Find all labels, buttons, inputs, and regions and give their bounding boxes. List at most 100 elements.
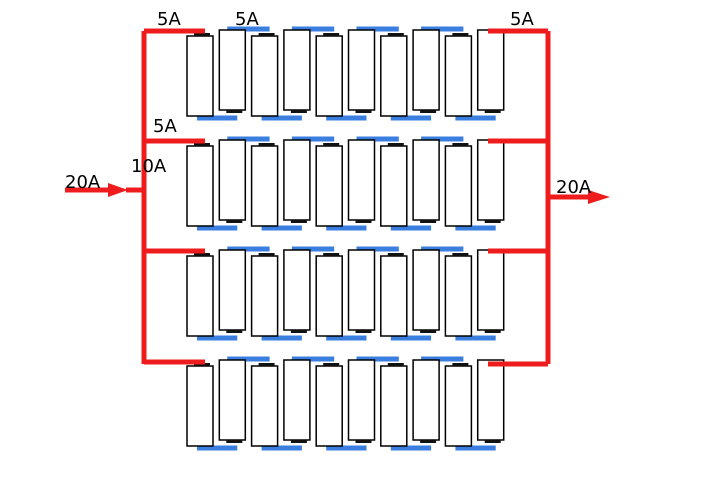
battery-cell xyxy=(347,359,376,443)
current-paths xyxy=(65,28,610,367)
cell-body xyxy=(476,359,505,441)
cell-body xyxy=(218,359,247,441)
battery-cell xyxy=(412,29,440,113)
battery-cell xyxy=(444,363,473,447)
cell-body xyxy=(347,29,376,111)
cell-terminal xyxy=(226,330,243,333)
cell-body xyxy=(444,365,473,447)
battery-cell xyxy=(380,363,408,447)
battery-cell xyxy=(476,249,505,333)
cell-body xyxy=(250,145,279,227)
battery-cell xyxy=(412,139,440,223)
cell-body xyxy=(444,145,473,227)
cell-terminal xyxy=(387,33,404,36)
cell-body xyxy=(315,35,343,117)
cell-body xyxy=(186,35,214,117)
output-current-label: 20A xyxy=(556,177,592,198)
cell-body xyxy=(412,249,440,331)
cell-terminal xyxy=(484,330,501,333)
cell-body xyxy=(218,29,247,111)
cell-body xyxy=(380,35,408,117)
top-right-branch-current-label: 5A xyxy=(510,9,534,30)
cell-terminal xyxy=(355,110,372,113)
battery-cell xyxy=(380,143,408,227)
output-arrow-head xyxy=(588,190,610,204)
battery-cell xyxy=(380,253,408,337)
cell-terminal xyxy=(355,330,372,333)
cell-body xyxy=(444,255,473,337)
trunk-current-label: 10A xyxy=(131,156,167,177)
battery-cell xyxy=(315,363,343,447)
battery-cell xyxy=(444,143,473,227)
cell-body xyxy=(347,139,376,221)
cell-terminal xyxy=(387,363,404,366)
cell-body xyxy=(315,255,343,337)
cell-row-2 xyxy=(186,136,505,231)
cell-terminal xyxy=(452,143,469,146)
battery-cell xyxy=(283,29,311,113)
cell-terminal xyxy=(258,33,275,36)
cell-terminal xyxy=(323,143,340,146)
cell-body xyxy=(186,145,214,227)
cell-body xyxy=(283,359,311,441)
battery-cell xyxy=(186,363,214,447)
cell-body xyxy=(476,29,505,111)
cell-terminal xyxy=(387,253,404,256)
cell-terminal xyxy=(194,143,210,146)
cell-body xyxy=(412,29,440,111)
battery-cell xyxy=(218,359,247,443)
cell-body xyxy=(380,365,408,447)
battery-cell xyxy=(315,253,343,337)
cell-row-1 xyxy=(186,26,505,121)
cell-terminal xyxy=(226,220,243,223)
battery-cell xyxy=(476,139,505,223)
battery-cell xyxy=(186,253,214,337)
cell-terminal xyxy=(323,363,340,366)
cell-body xyxy=(283,139,311,221)
cell-body xyxy=(412,359,440,441)
cell-body xyxy=(380,145,408,227)
cell-body xyxy=(186,255,214,337)
battery-cell xyxy=(476,29,505,113)
input-current-label: 20A xyxy=(65,172,101,193)
cell-body xyxy=(315,365,343,447)
battery-cell xyxy=(250,363,279,447)
battery-cell xyxy=(283,249,311,333)
cell-terminal xyxy=(258,253,275,256)
cell-body xyxy=(347,359,376,441)
cell-body xyxy=(380,255,408,337)
cell-terminal xyxy=(452,253,469,256)
cell-terminal xyxy=(290,220,307,223)
battery-cell xyxy=(412,359,440,443)
battery-cell xyxy=(380,33,408,117)
battery-cell xyxy=(250,33,279,117)
cell-body xyxy=(186,365,214,447)
cell-terminal xyxy=(420,330,437,333)
cell-body xyxy=(347,249,376,331)
cell-body xyxy=(283,29,311,111)
cell-body xyxy=(444,35,473,117)
cell-terminal xyxy=(420,220,437,223)
battery-cell xyxy=(283,359,311,443)
cell-terminal xyxy=(290,440,307,443)
battery-cell xyxy=(315,143,343,227)
cell-body xyxy=(476,139,505,221)
battery-cell xyxy=(218,249,247,333)
cell-terminal xyxy=(194,33,210,36)
battery-cell xyxy=(218,139,247,223)
cell-terminal xyxy=(323,253,340,256)
cell-terminal xyxy=(226,110,243,113)
battery-cell xyxy=(218,29,247,113)
cell-terminal xyxy=(355,220,372,223)
cell-rows xyxy=(186,26,505,451)
battery-cell xyxy=(250,143,279,227)
cell-body xyxy=(218,249,247,331)
cell-terminal xyxy=(194,253,210,256)
battery-cell xyxy=(186,33,214,117)
battery-cell xyxy=(347,139,376,223)
cell-body xyxy=(250,35,279,117)
cell-terminal xyxy=(258,143,275,146)
cell-body xyxy=(412,139,440,221)
cell-terminal xyxy=(484,440,501,443)
